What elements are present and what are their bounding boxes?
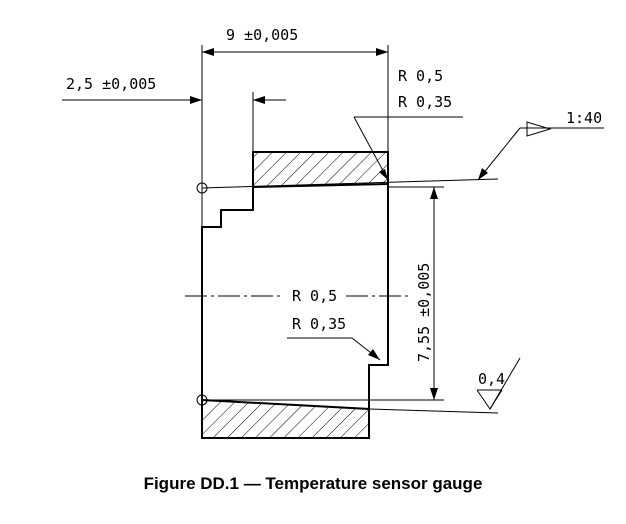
taper-label: 1:40 — [566, 109, 602, 127]
figure-caption: Figure DD.1 — Temperature sensor gauge — [143, 474, 483, 493]
radius-mid-leader — [287, 337, 381, 361]
taper-leader — [477, 127, 604, 181]
taper-symbol — [526, 121, 552, 137]
bottom-reference-line — [202, 399, 499, 414]
roughness-label: 0,4 — [478, 370, 505, 388]
radius-top-label-2: R 0,35 — [398, 93, 452, 111]
dimension-width-9 — [202, 48, 388, 56]
extension-lines — [201, 45, 389, 438]
dimension-offset-2-5 — [62, 96, 286, 104]
dim-height-label: 7,55 ±0,005 — [415, 263, 433, 362]
dim-offset-label: 2,5 ±0,005 — [66, 75, 156, 93]
radius-top-label-1: R 0,5 — [398, 67, 443, 85]
radius-top-leader — [353, 116, 463, 181]
dimension-height-7-55 — [388, 186, 444, 400]
radius-mid-label-2: R 0,35 — [292, 315, 346, 333]
radius-mid-label-1: R 0,5 — [292, 287, 337, 305]
taper-line — [201, 178, 499, 189]
top-hatched-section — [252, 151, 389, 189]
roughness-symbol — [476, 357, 521, 410]
dim-width-label: 9 ±0,005 — [226, 26, 298, 44]
reference-circle-top — [196, 182, 208, 194]
bottom-hatched-section — [201, 398, 370, 439]
